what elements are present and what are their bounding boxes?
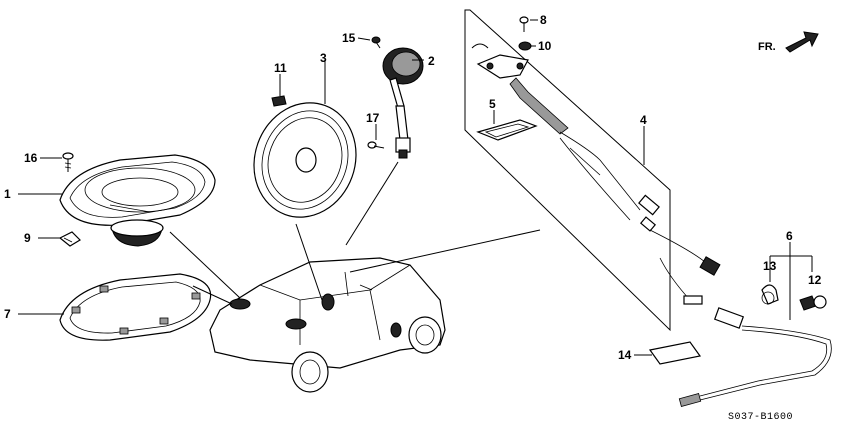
callout-9: 9 bbox=[24, 231, 31, 245]
callout-17: 17 bbox=[366, 111, 380, 125]
callout-16: 16 bbox=[24, 151, 38, 165]
callout-12: 12 bbox=[808, 273, 822, 287]
callout-3: 3 bbox=[320, 51, 327, 65]
diagram-code: S037-B1600 bbox=[728, 412, 793, 423]
callout-15: 15 bbox=[342, 31, 356, 45]
antenna-panel-box bbox=[464, 9, 671, 332]
callout-11: 11 bbox=[274, 61, 287, 75]
speaker-grille-part-7 bbox=[59, 273, 212, 341]
callout-10: 10 bbox=[538, 39, 552, 53]
callout-14: 14 bbox=[618, 348, 632, 362]
callout-6: 6 bbox=[786, 229, 793, 243]
car-body bbox=[209, 257, 446, 393]
screw-part-17 bbox=[367, 141, 385, 149]
clip-part-13 bbox=[761, 284, 779, 305]
callout-2: 2 bbox=[428, 54, 435, 68]
screw-part-8 bbox=[519, 16, 529, 32]
pad-part-5 bbox=[476, 119, 538, 141]
clip-part-9 bbox=[58, 231, 81, 247]
direction-label: FR. bbox=[758, 41, 776, 53]
tweeter-part-2 bbox=[382, 47, 424, 159]
pad-part-14 bbox=[648, 341, 702, 365]
clip-part-12 bbox=[799, 295, 827, 311]
leader-lines bbox=[18, 19, 813, 356]
screw-part-15 bbox=[371, 36, 381, 49]
front-speaker-part-3 bbox=[253, 102, 357, 218]
callout-13: 13 bbox=[763, 259, 777, 273]
nut-part-10 bbox=[518, 41, 532, 51]
callout-4: 4 bbox=[640, 113, 647, 127]
screw-part-16 bbox=[62, 152, 74, 172]
callout-5: 5 bbox=[489, 97, 496, 111]
rear-speaker-part-1 bbox=[59, 154, 216, 247]
callout-7: 7 bbox=[4, 307, 11, 321]
screw-part-11 bbox=[271, 86, 287, 107]
callout-1: 1 bbox=[4, 187, 11, 201]
front-direction-arrow: FR. bbox=[758, 31, 819, 53]
antenna-cable-part-6 bbox=[678, 307, 832, 407]
antenna-assembly-part-4 bbox=[471, 43, 721, 305]
callout-8: 8 bbox=[540, 13, 547, 27]
